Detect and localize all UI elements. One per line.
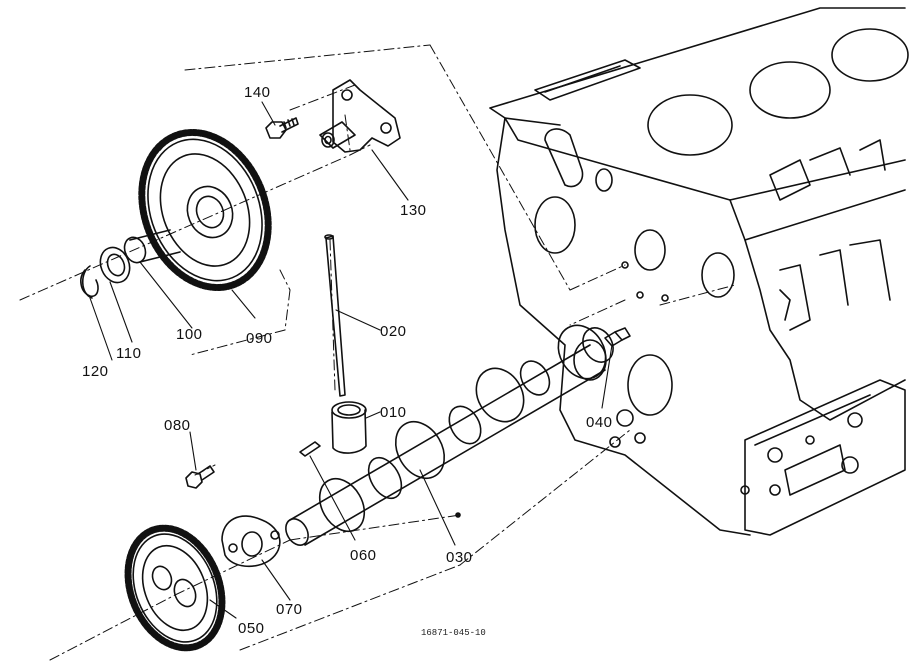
bolt-080: [185, 465, 215, 489]
camshaft-030: [285, 324, 614, 546]
callout-120: 120: [82, 363, 109, 380]
callout-140: 140: [244, 84, 271, 101]
callout-100: 100: [176, 326, 203, 343]
callout-080: 080: [164, 417, 191, 434]
push-rod-020: [324, 234, 346, 397]
callout-040: 040: [586, 414, 613, 431]
idle-gear-090: [138, 128, 272, 292]
engine-block: [489, 7, 909, 536]
snap-ring-120: [80, 265, 99, 299]
callout-010: 010: [380, 404, 407, 421]
tappet-010: [331, 401, 367, 454]
thrust-plate-070: [221, 515, 281, 568]
callout-020: 020: [380, 323, 407, 340]
leader-lines: [89, 101, 613, 619]
callout-060: 060: [350, 547, 377, 564]
callout-130: 130: [400, 202, 427, 219]
figure-id: 16871-045-10: [421, 628, 486, 638]
bolt-140: [265, 117, 299, 139]
callout-110: 110: [116, 345, 142, 362]
bracket-130: [319, 79, 401, 153]
callout-050: 050: [238, 620, 265, 637]
key-060: [299, 441, 321, 457]
callout-090: 090: [246, 330, 273, 347]
callout-030: 030: [446, 549, 473, 566]
cam-gear-050: [124, 524, 226, 652]
callout-070: 070: [276, 601, 303, 618]
washer-110: [99, 246, 131, 284]
plug-040: [604, 327, 631, 347]
centerlines: [19, 44, 736, 661]
